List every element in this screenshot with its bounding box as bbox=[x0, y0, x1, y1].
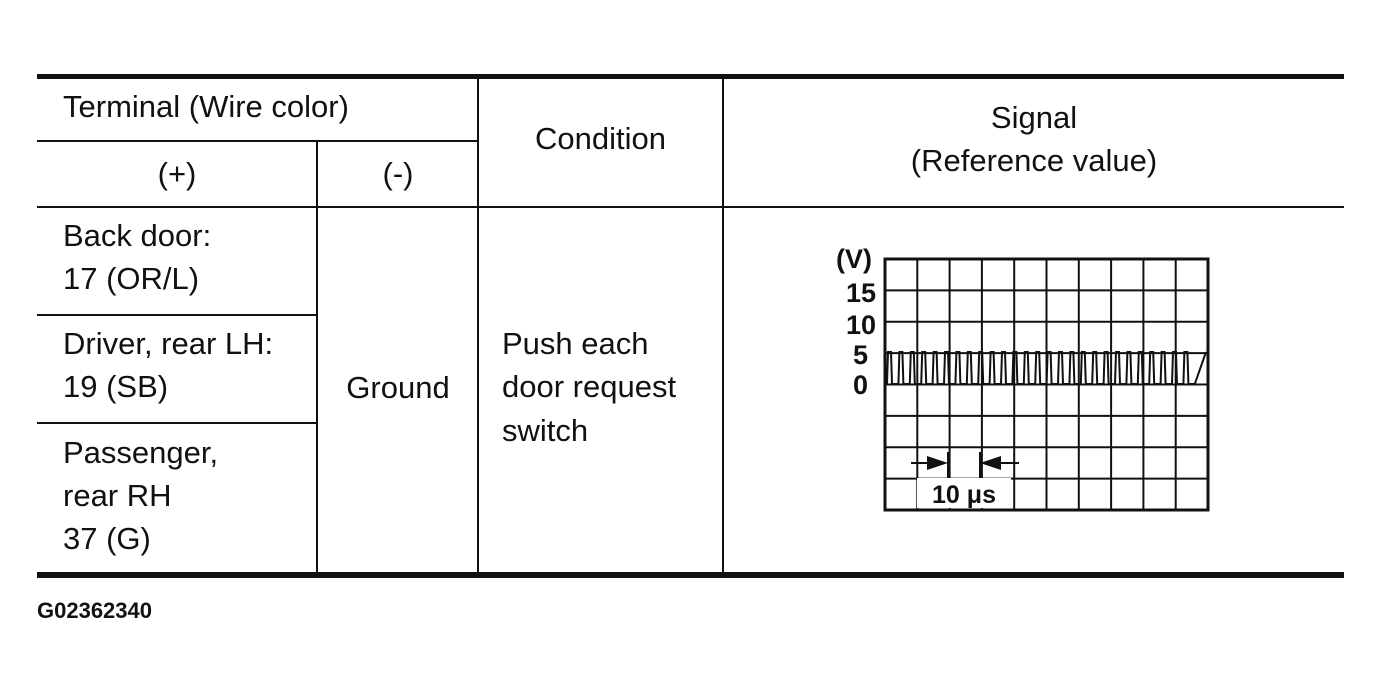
figure-code: G02362340 bbox=[37, 598, 152, 623]
header-condition: Condition bbox=[535, 121, 666, 156]
table-top-rule bbox=[37, 74, 1344, 79]
header-plus: (+) bbox=[157, 156, 197, 191]
row2-bottom-rule bbox=[37, 422, 317, 424]
header-bottom-rule bbox=[37, 206, 1344, 208]
col-divider-condition bbox=[477, 78, 479, 573]
condition-line3: switch bbox=[502, 413, 589, 448]
row-passenger-label-2: rear RH bbox=[63, 478, 172, 513]
col-divider-signal bbox=[722, 78, 724, 573]
condition-line1: Push each bbox=[502, 326, 649, 361]
header-signal-reference: (Reference value) bbox=[910, 143, 1158, 178]
header-terminal: Terminal (Wire color) bbox=[63, 89, 349, 124]
header-sub-rule bbox=[37, 140, 478, 142]
col-divider-minus bbox=[316, 141, 318, 573]
row-passenger-label: Passenger, bbox=[63, 435, 219, 470]
row-driver-terminal: 19 (SB) bbox=[63, 369, 169, 404]
header-minus: (-) bbox=[382, 156, 414, 191]
minus-ground: Ground bbox=[346, 370, 450, 405]
terminal-table: Terminal (Wire color) (+) (-) Condition … bbox=[37, 74, 1344, 578]
row1-bottom-rule bbox=[37, 314, 317, 316]
condition-line2: door request bbox=[502, 369, 677, 404]
row-driver-label: Driver, rear LH: bbox=[63, 326, 274, 361]
row-back-door-terminal: 17 (OR/L) bbox=[63, 261, 200, 296]
row-passenger-terminal: 37 (G) bbox=[63, 521, 151, 556]
table-bottom-rule bbox=[37, 572, 1344, 578]
row-back-door-label: Back door: bbox=[63, 218, 212, 253]
header-signal: Signal bbox=[990, 100, 1078, 135]
